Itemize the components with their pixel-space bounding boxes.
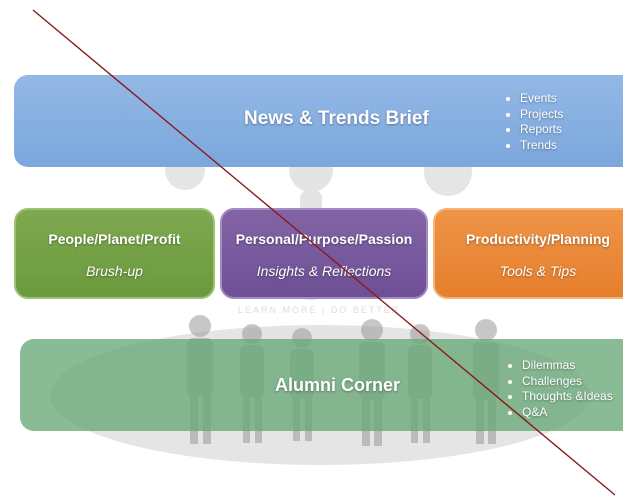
news-item: Reports — [520, 122, 563, 138]
pillar-subtitle: Brush-up — [86, 263, 143, 279]
alumni-item: Dilemmas — [522, 358, 613, 374]
pillar-personal-purpose-passion: Personal/Purpose/Passion Insights & Refl… — [220, 208, 428, 299]
news-item: Events — [520, 91, 563, 107]
news-items-list: Events Projects Reports Trends — [502, 91, 563, 153]
pillar-title: Productivity/Planning — [466, 231, 610, 247]
alumni-item: Q&A — [522, 405, 613, 421]
tagline-text: LEARN MORE | DO BETTER — [238, 305, 401, 315]
pillar-people-planet-profit: People/Planet/Profit Brush-up — [14, 208, 215, 299]
alumni-item: Thoughts &Ideas — [522, 389, 613, 405]
news-trends-title: News & Trends Brief — [244, 108, 429, 129]
news-item: Trends — [520, 138, 563, 154]
alumni-item: Challenges — [522, 374, 613, 390]
pillar-productivity-planning: Productivity/Planning Tools & Tips — [433, 208, 623, 299]
alumni-corner-banner: Alumni Corner Dilemmas Challenges Though… — [20, 339, 623, 431]
pillar-subtitle: Insights & Reflections — [256, 263, 392, 279]
pillar-subtitle: Tools & Tips — [499, 263, 577, 279]
news-item: Projects — [520, 107, 563, 123]
alumni-corner-title: Alumni Corner — [275, 375, 401, 395]
pillar-title: People/Planet/Profit — [48, 231, 181, 247]
news-trends-banner: News & Trends Brief Events Projects Repo… — [14, 75, 623, 167]
pillar-title: Personal/Purpose/Passion — [235, 231, 413, 247]
alumni-items-list: Dilemmas Challenges Thoughts &Ideas Q&A — [504, 358, 613, 420]
